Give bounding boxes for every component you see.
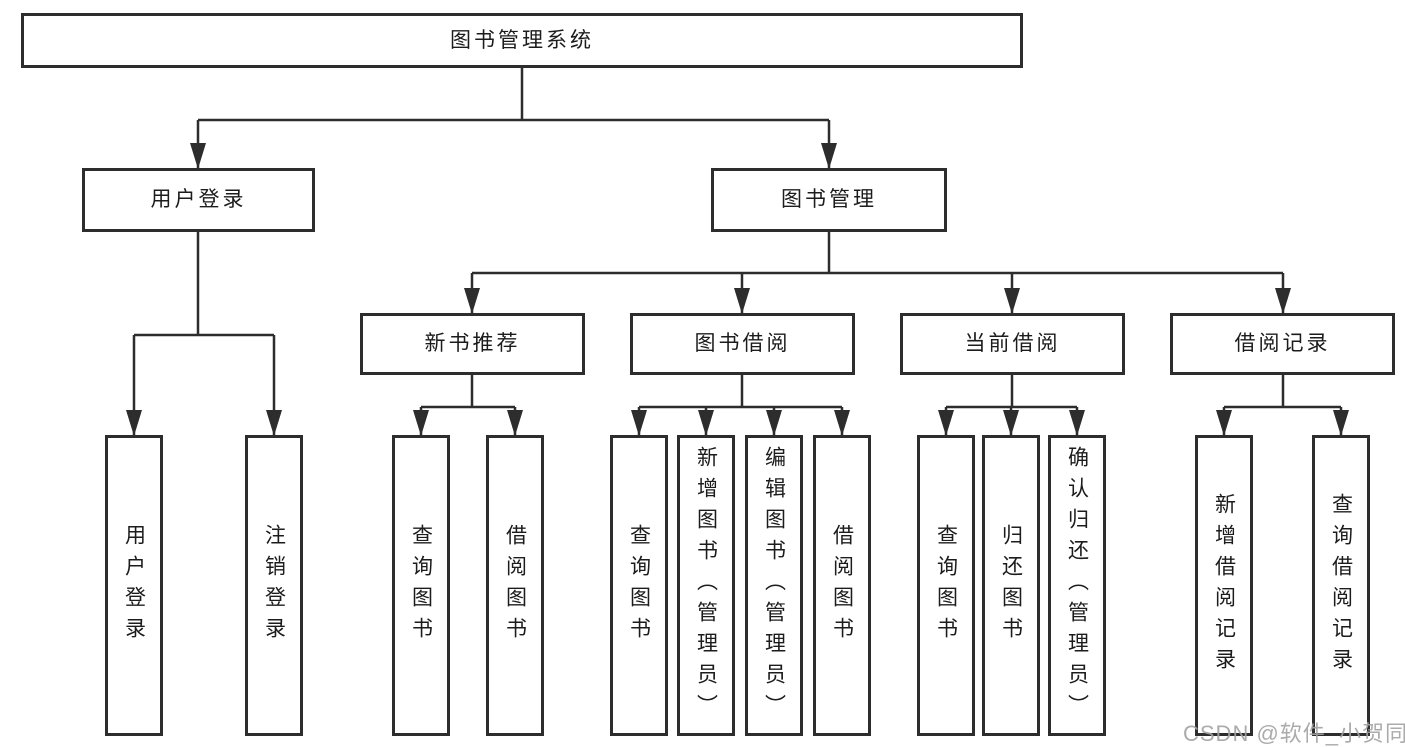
node-label: 查询图书 — [409, 523, 433, 648]
node-label: 借阅图书 — [503, 523, 527, 648]
node-label: 图书管理 — [781, 188, 877, 212]
leaf-confirm-return-admin: 确认归还（管理员） — [1048, 435, 1106, 736]
node-book-borrow: 图书借阅 — [630, 313, 855, 375]
leaf-query-book-current: 查询图书 — [917, 435, 975, 736]
node-label: 查询图书 — [627, 523, 651, 648]
connector — [421, 375, 515, 409]
node-label: 新书推荐 — [424, 332, 521, 356]
node-label: 查询图书 — [934, 523, 958, 648]
leaf-user-login: 用户登录 — [105, 435, 163, 736]
node-label: 编辑图书（管理员） — [762, 446, 786, 725]
connector — [198, 68, 829, 122]
connector — [134, 232, 274, 337]
connector — [1224, 375, 1341, 409]
node-label: 确认归还（管理员） — [1065, 446, 1089, 725]
node-borrow-records: 借阅记录 — [1170, 313, 1395, 375]
node-current-borrow: 当前借阅 — [900, 313, 1125, 375]
leaf-borrow-book-recommend: 借阅图书 — [486, 435, 544, 736]
node-label: 图书借阅 — [694, 332, 791, 356]
node-label: 图书管理系统 — [450, 28, 594, 52]
node-label: 用户登录 — [122, 523, 146, 648]
node-label: 新增图书（管理员） — [694, 446, 718, 725]
leaf-query-book-recommend: 查询图书 — [392, 435, 450, 736]
leaf-borrow-book: 借阅图书 — [813, 435, 871, 736]
connector — [472, 232, 1283, 275]
connector — [639, 375, 842, 409]
leaf-add-book-admin: 新增图书（管理员） — [677, 435, 735, 736]
node-label: 查询借阅记录 — [1329, 492, 1353, 679]
node-label: 注销登录 — [262, 523, 286, 648]
node-book-management: 图书管理 — [711, 168, 947, 232]
csdn-watermark: CSDN @软件_小贺同学 — [1183, 721, 1405, 746]
leaf-query-borrow-record: 查询借阅记录 — [1312, 435, 1370, 736]
node-label: 新增借阅记录 — [1212, 492, 1236, 679]
node-user-login: 用户登录 — [82, 168, 315, 232]
leaf-query-book-borrow: 查询图书 — [610, 435, 668, 736]
node-label: 归还图书 — [999, 523, 1023, 648]
leaf-logout: 注销登录 — [245, 435, 303, 736]
node-label: 借阅记录 — [1234, 332, 1331, 356]
node-label: 用户登录 — [150, 188, 247, 212]
leaf-return-book: 归还图书 — [982, 435, 1040, 736]
connector — [946, 375, 1077, 409]
node-label: 借阅图书 — [830, 523, 854, 648]
node-root-library-system: 图书管理系统 — [21, 13, 1023, 68]
leaf-edit-book-admin: 编辑图书（管理员） — [745, 435, 803, 736]
leaf-add-borrow-record: 新增借阅记录 — [1195, 435, 1253, 736]
node-new-book-recommend: 新书推荐 — [360, 313, 585, 375]
node-label: 当前借阅 — [964, 332, 1061, 356]
